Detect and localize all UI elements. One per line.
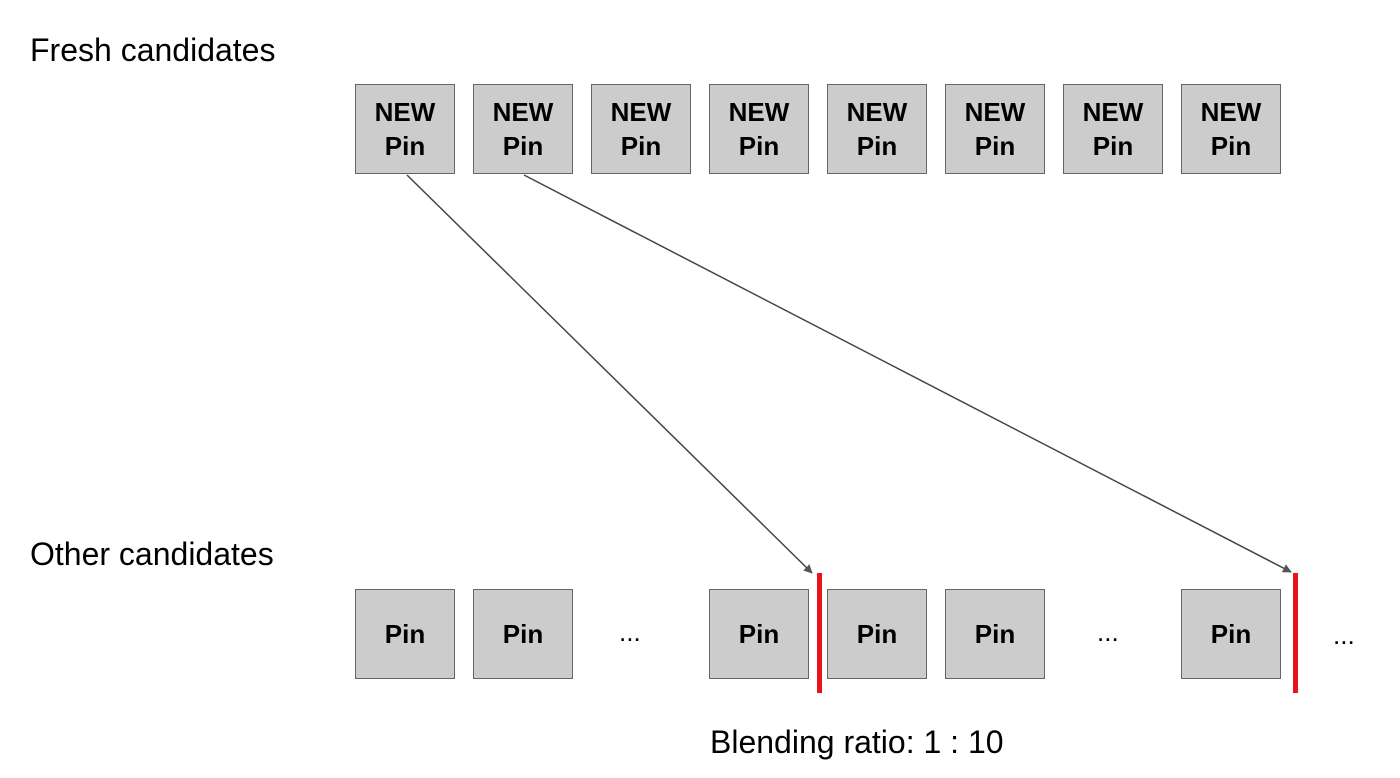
new-pin-box: NEW Pin (473, 84, 573, 174)
other-candidates-label: Other candidates (30, 536, 274, 572)
new-pin-text: NEW (846, 97, 908, 127)
new-pin-text: NEW (374, 97, 436, 127)
pin-text: Pin (1092, 131, 1134, 161)
new-pin-box: NEW Pin (709, 84, 809, 174)
blend-divider (817, 573, 822, 693)
ellipsis: ... (1333, 620, 1355, 650)
new-pin-text: NEW (728, 97, 790, 127)
pin-box: Pin (827, 589, 927, 679)
pin-box: Pin (473, 589, 573, 679)
pin-text: Pin (502, 619, 544, 649)
pin-text: Pin (856, 131, 898, 161)
blend-divider (1293, 573, 1298, 693)
pin-box: Pin (355, 589, 455, 679)
ellipsis: ... (619, 617, 641, 647)
new-pin-text: NEW (1200, 97, 1262, 127)
arrow-line (406, 174, 813, 574)
fresh-candidates-label: Fresh candidates (30, 32, 276, 68)
new-pin-box: NEW Pin (827, 84, 927, 174)
arrow-line (523, 174, 1292, 573)
new-pin-text: NEW (610, 97, 672, 127)
ellipsis: ... (1097, 617, 1119, 647)
pin-text: Pin (738, 131, 780, 161)
pin-text: Pin (738, 619, 780, 649)
new-pin-box: NEW Pin (1181, 84, 1281, 174)
new-pin-box: NEW Pin (945, 84, 1045, 174)
blending-ratio-label: Blending ratio: 1 : 10 (710, 724, 1004, 760)
pin-text: Pin (1210, 131, 1252, 161)
pin-text: Pin (856, 619, 898, 649)
pin-box: Pin (1181, 589, 1281, 679)
new-pin-box: NEW Pin (1063, 84, 1163, 174)
new-pin-box: NEW Pin (355, 84, 455, 174)
pin-text: Pin (620, 131, 662, 161)
pin-box: Pin (945, 589, 1045, 679)
new-pin-text: NEW (492, 97, 554, 127)
new-pin-box: NEW Pin (591, 84, 691, 174)
pin-text: Pin (384, 131, 426, 161)
pin-text: Pin (384, 619, 426, 649)
new-pin-text: NEW (964, 97, 1026, 127)
pin-text: Pin (1210, 619, 1252, 649)
pin-text: Pin (502, 131, 544, 161)
pin-text: Pin (974, 131, 1016, 161)
pin-box: Pin (709, 589, 809, 679)
pin-text: Pin (974, 619, 1016, 649)
new-pin-text: NEW (1082, 97, 1144, 127)
